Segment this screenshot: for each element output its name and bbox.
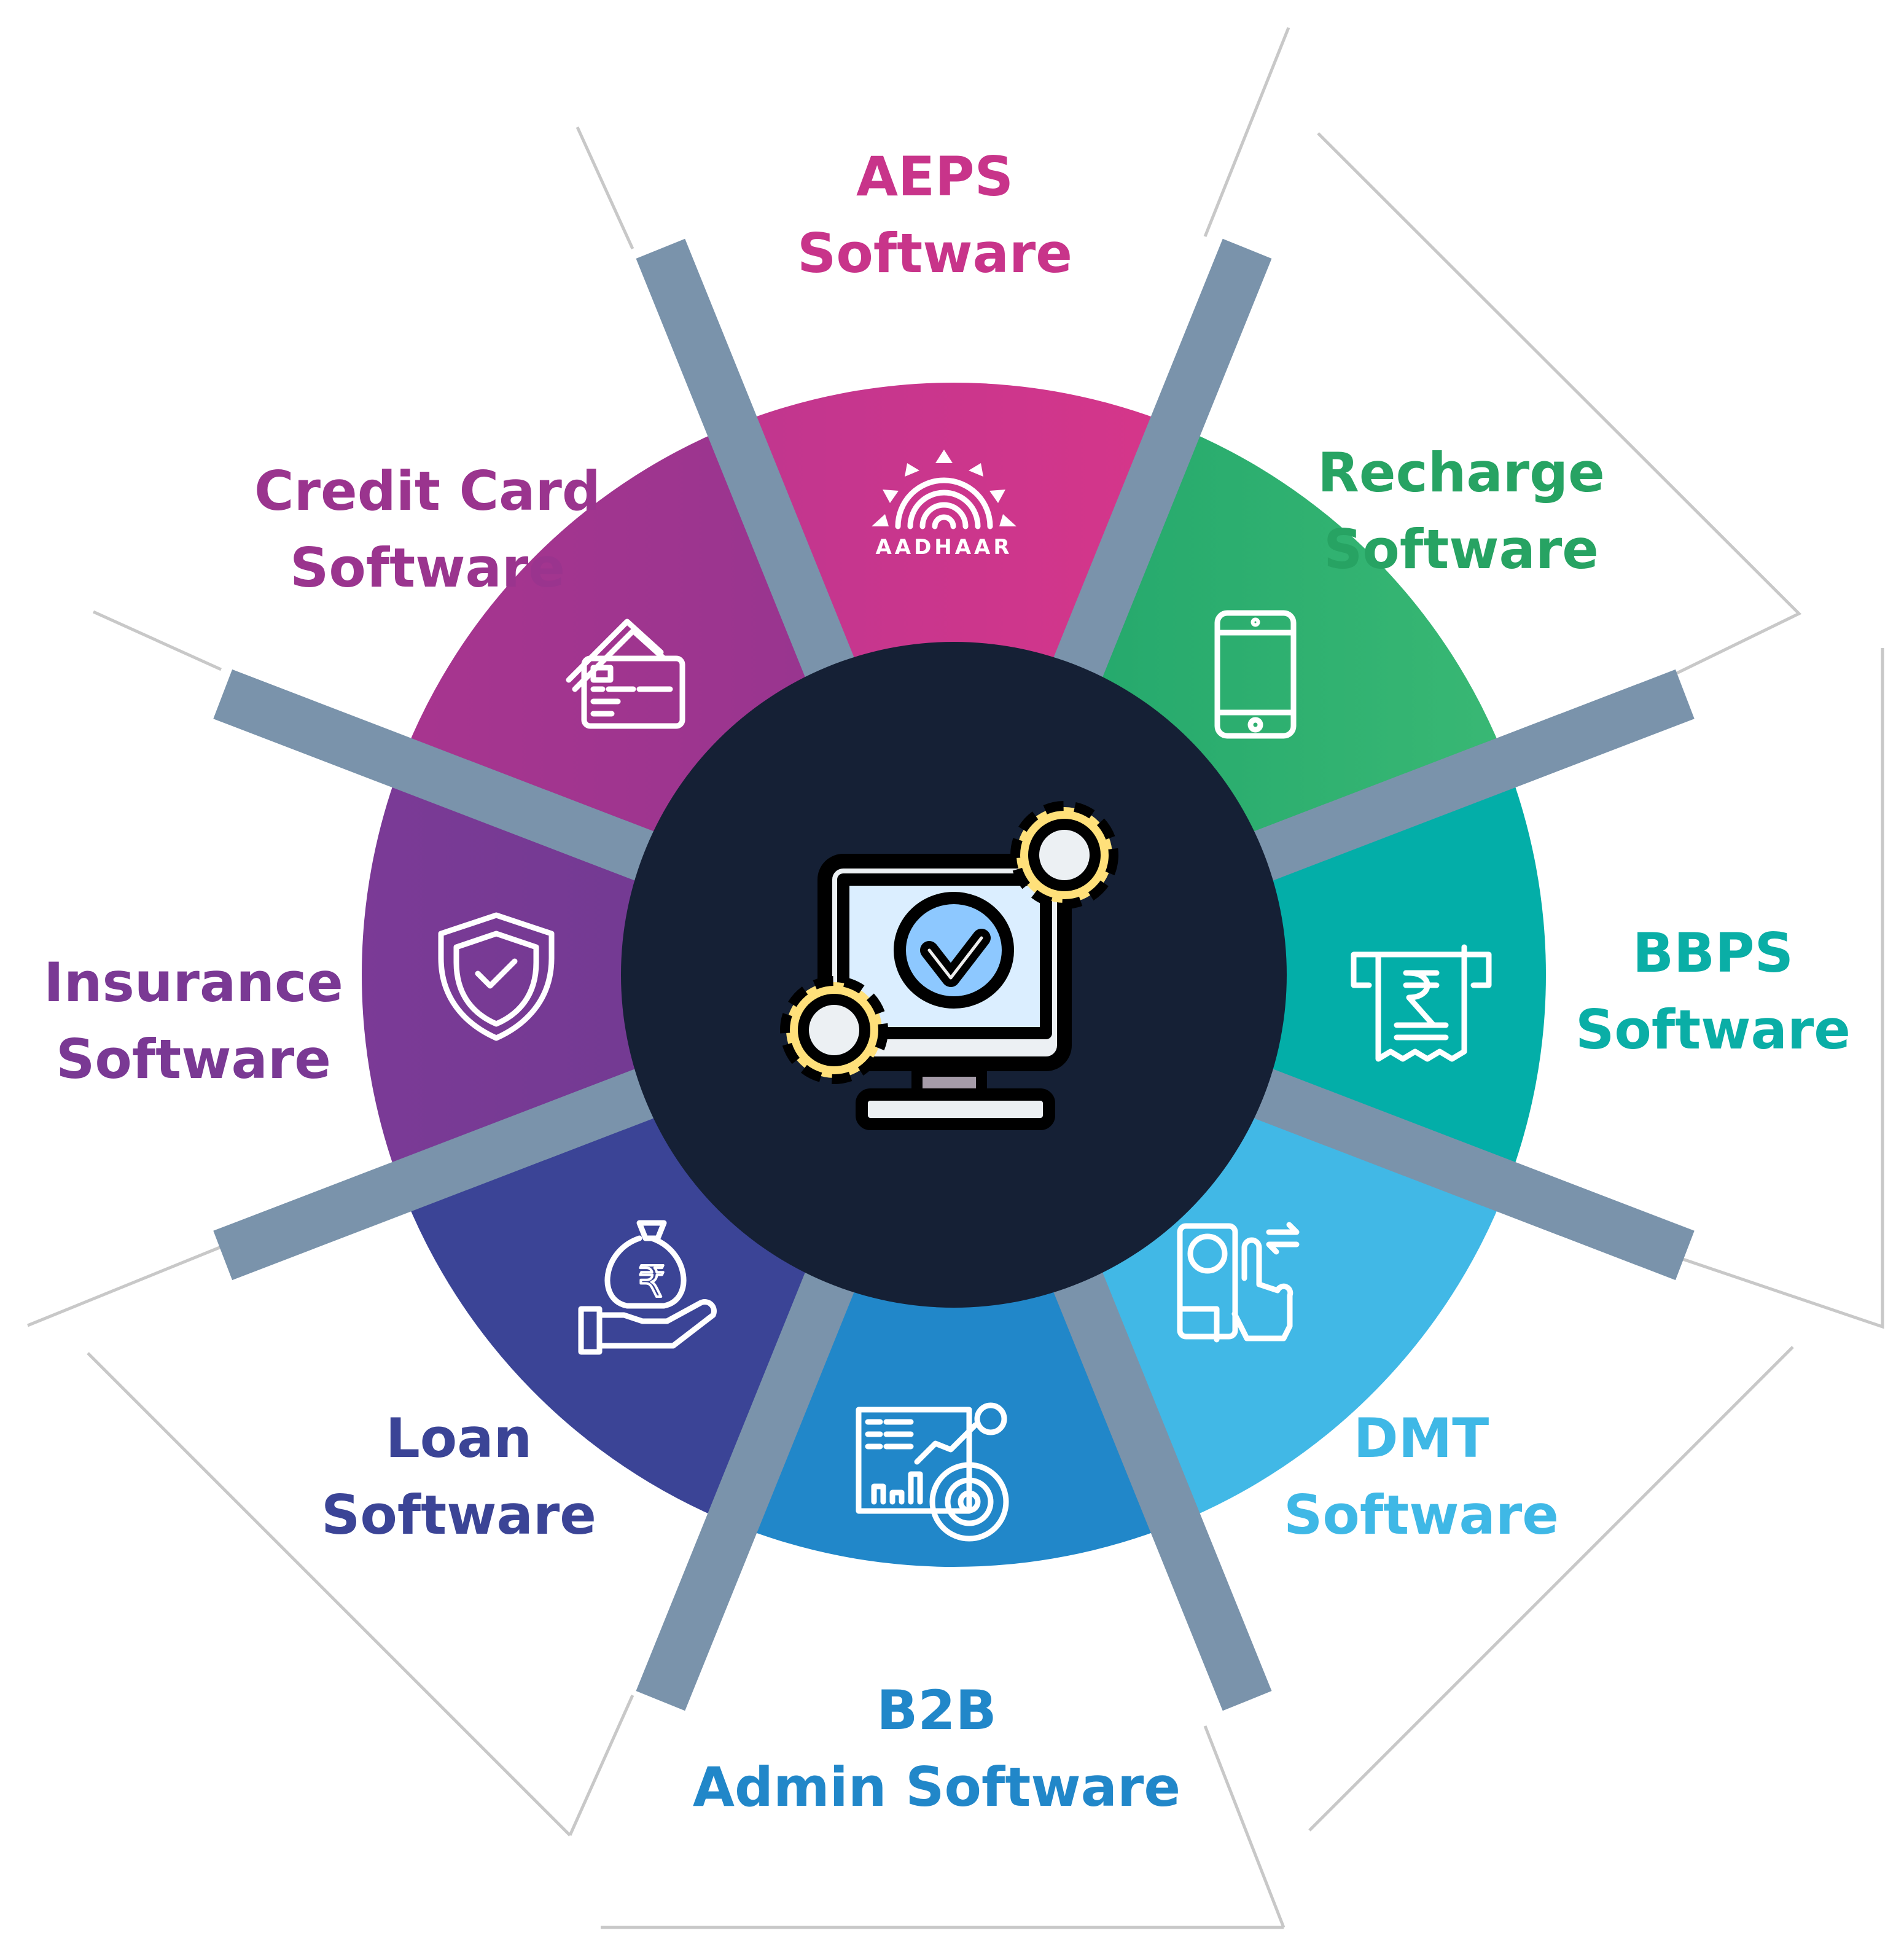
svg-text:AADHAAR: AADHAAR	[875, 535, 1012, 560]
svg-text:₹: ₹	[638, 1257, 666, 1307]
money-bag-hand-icon: ₹	[578, 1220, 717, 1355]
analytics-dashboard-icon	[856, 1402, 1009, 1542]
credit-cards-icon	[566, 619, 685, 729]
monitor-with-gears-check-icon	[780, 801, 1118, 1130]
rupee-receipt-icon	[1351, 944, 1492, 1062]
money-transfer-icon	[1177, 1222, 1300, 1343]
background-outline-shapes	[27, 27, 1884, 1929]
mobile-phone-icon	[1214, 610, 1297, 739]
shield-check-icon	[438, 912, 555, 1041]
aadhaar-logo-icon: AADHAAR	[872, 450, 1016, 560]
